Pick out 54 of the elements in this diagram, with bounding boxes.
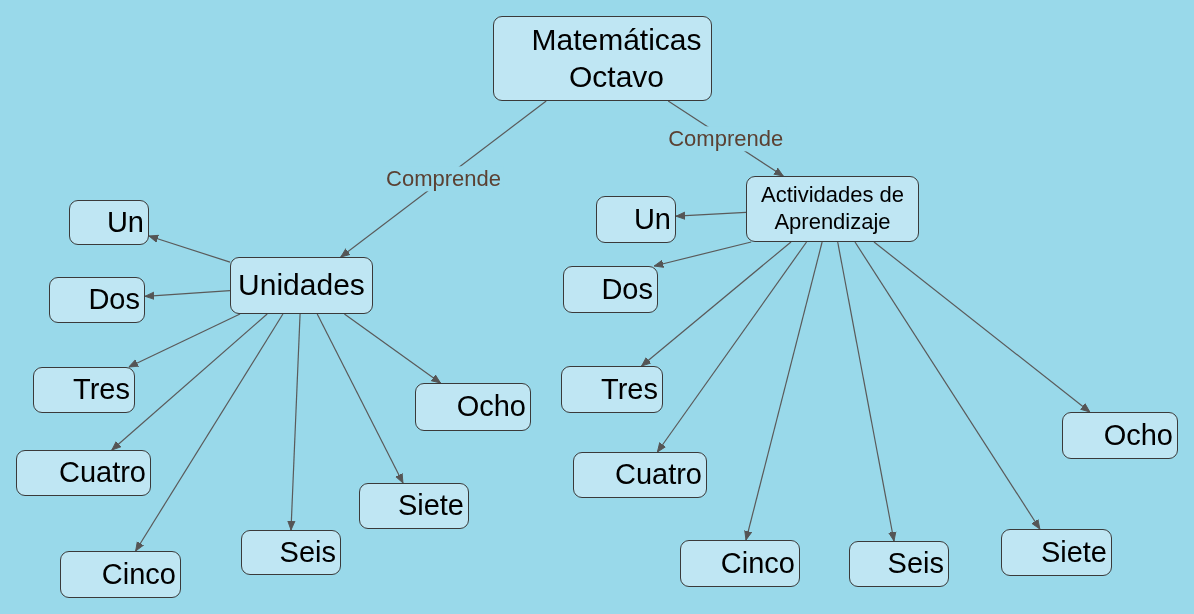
arrow (144, 290, 231, 300)
node-text: Seis (279, 534, 336, 570)
concept-node (1001, 529, 1112, 576)
node-text: Ocho (1103, 417, 1173, 453)
node-text: Matemáticas Octavo (530, 21, 703, 95)
concept-node (680, 540, 800, 587)
node-text: Tres (601, 371, 658, 407)
concept-node (230, 257, 373, 314)
concept-node (563, 266, 658, 313)
arrow (675, 211, 747, 220)
concept-node (1062, 412, 1178, 459)
node-text: Actividades de Aprendizaje (759, 182, 906, 236)
node-text: Un (633, 201, 671, 237)
concept-node (49, 277, 145, 323)
node-text: Un (106, 204, 144, 240)
arrow (837, 241, 897, 542)
node-text: Unidades (238, 267, 365, 304)
concept-node (16, 450, 151, 496)
arrow (128, 313, 241, 368)
arrow (148, 234, 231, 263)
arrow (656, 241, 808, 453)
node-text: Cuatro (614, 457, 702, 493)
node-text: Dos (601, 271, 653, 307)
arrow (873, 241, 1091, 413)
node-text: Ocho (456, 389, 526, 425)
concept-node (596, 196, 676, 243)
node-text: Siete (1040, 534, 1107, 570)
node-text: Cinco (720, 545, 795, 581)
arrow (135, 313, 284, 552)
node-text: Cuatro (58, 455, 146, 491)
arrow (287, 313, 301, 531)
concept-node (241, 530, 341, 575)
arrow (343, 313, 442, 384)
concept-node (573, 452, 707, 498)
arrow (316, 313, 404, 484)
node-text: Seis (887, 546, 944, 582)
concept-node (849, 541, 949, 587)
arrow (111, 313, 268, 451)
concept-node (69, 200, 149, 245)
concept-node (33, 367, 135, 413)
node-text: Siete (397, 488, 464, 524)
arrow (641, 241, 792, 367)
concept-node (359, 483, 469, 529)
node-text: Cinco (101, 556, 176, 592)
concept-node (415, 383, 531, 431)
arrow (653, 241, 752, 268)
arrow (854, 241, 1041, 530)
concept-node (60, 551, 181, 598)
concept-node (493, 16, 712, 101)
node-text: Dos (88, 282, 140, 318)
concept-node (561, 366, 663, 413)
concept-node (746, 176, 919, 242)
arrow (744, 241, 823, 541)
node-text: Tres (73, 372, 130, 408)
